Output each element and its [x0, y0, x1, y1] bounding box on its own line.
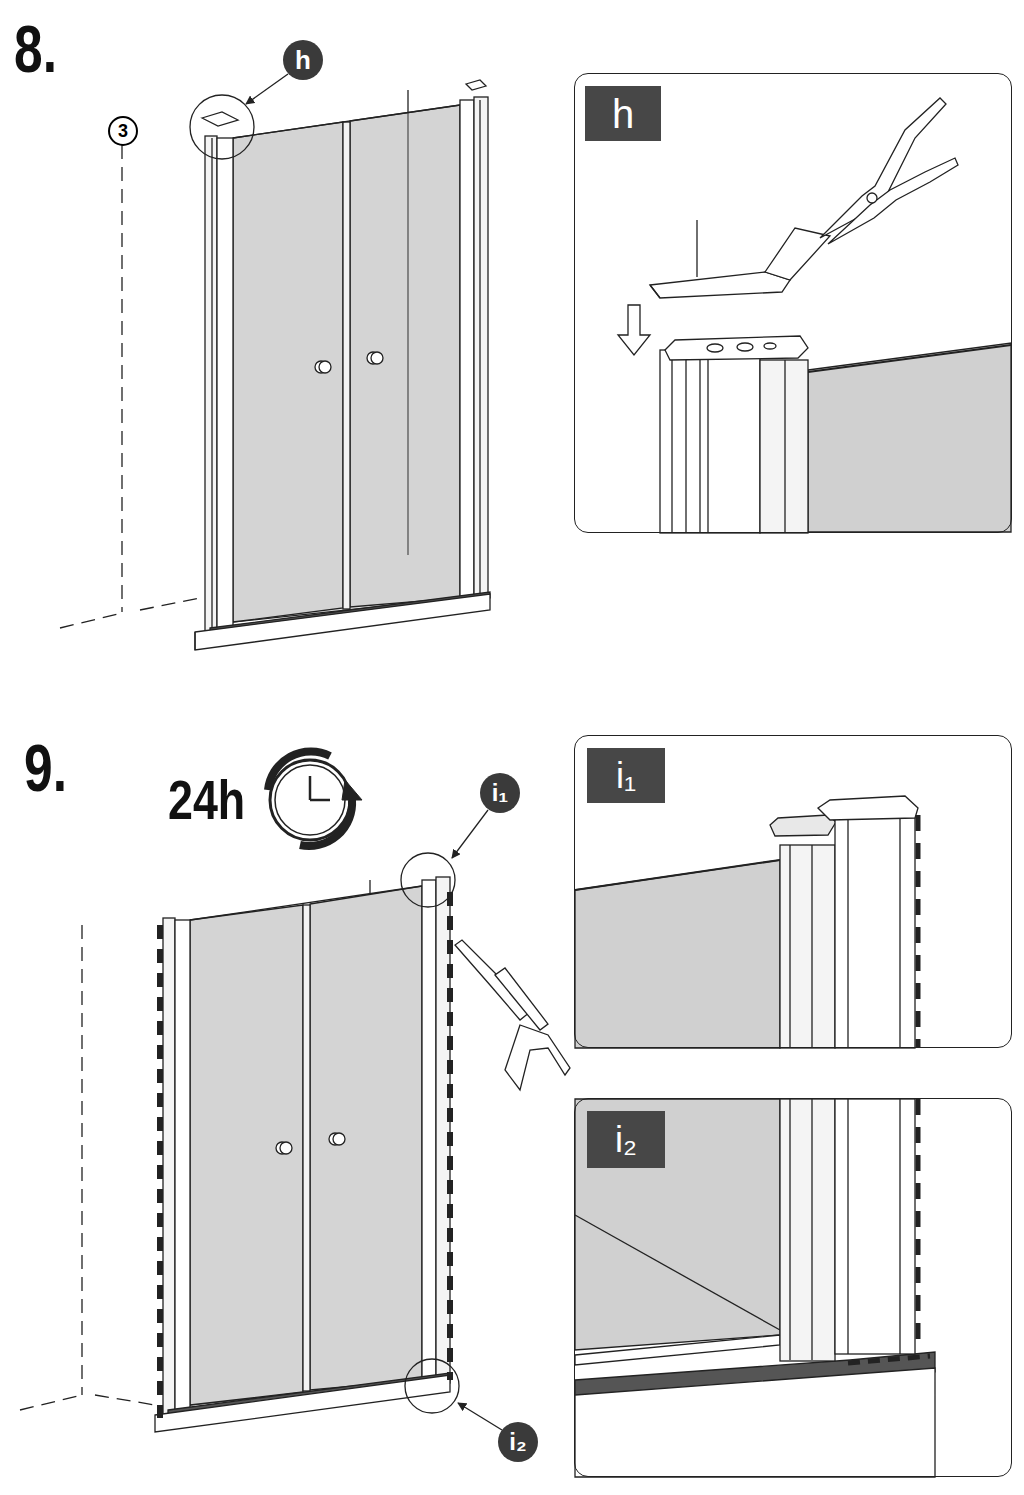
callout-letter: 3: [118, 122, 128, 140]
detail-tab: h: [585, 86, 661, 141]
detail-panel: i₂: [574, 1098, 1012, 1477]
detail-letter: h: [612, 94, 634, 134]
callout-letter: i₁: [492, 781, 509, 805]
callout-letter: h: [295, 47, 311, 73]
step-number: 8.: [14, 16, 57, 82]
callout-circle: h: [283, 40, 323, 80]
detail-tab: i₁: [587, 748, 665, 803]
detail-letter: i₂: [615, 1122, 637, 1158]
callout-letter: i₂: [509, 1430, 526, 1454]
detail-panel: h3: [574, 73, 1012, 533]
step-number: 9.: [24, 735, 67, 801]
callout-circle: i₁: [480, 773, 520, 813]
callout-circle: i₂: [498, 1422, 538, 1462]
detail-tab: i₂: [587, 1111, 665, 1168]
callout-circle: 3: [108, 116, 138, 146]
cure-time: 24h: [168, 772, 245, 828]
detail-panel: i₁: [574, 735, 1012, 1048]
detail-letter: i₁: [616, 758, 636, 794]
